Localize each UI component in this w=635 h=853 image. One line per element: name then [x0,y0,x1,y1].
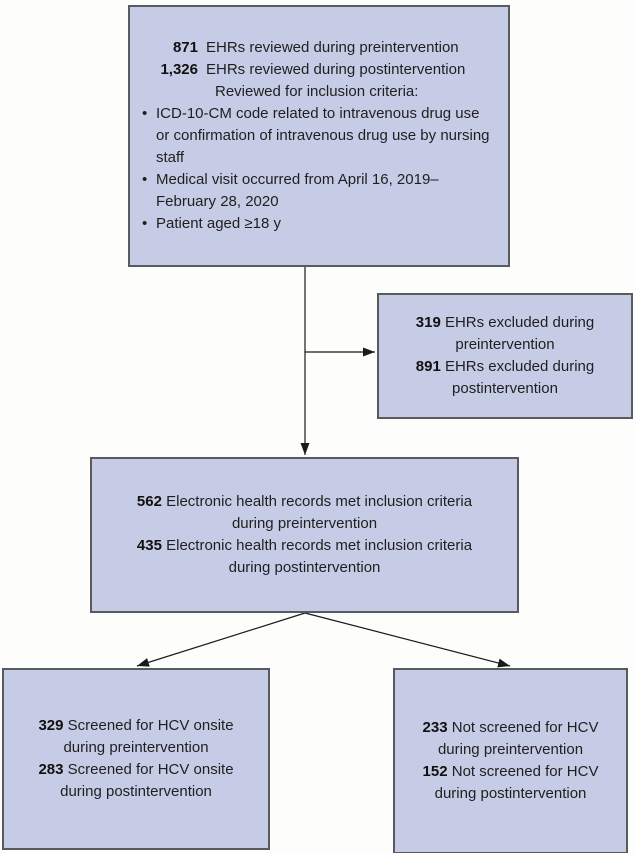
screened-line: during preintervention [8,737,264,759]
excluded-line: 319 EHRs excluded during [383,312,627,334]
count-value: 152 [422,763,448,780]
line-text: during preintervention [63,739,209,756]
count-value: 319 [415,314,441,331]
included-line: 562 Electronic health records met inclus… [96,491,513,513]
count-value: 329 [38,717,64,734]
reviewed-count-pre: 871 EHRs reviewed during preintervention [142,37,496,59]
screened-line: 283 Screened for HCV onsite [8,759,264,781]
included-line: during postintervention [96,557,513,579]
flowchart-box-included: 562 Electronic health records met inclus… [90,457,519,613]
flowchart-box-not-screened: 233 Not screened for HCV during preinter… [393,668,628,853]
count-value: 871 [172,39,198,56]
line-text: Not screened for HCV [447,763,599,780]
not-screened-line: 233 Not screened for HCV [399,717,622,739]
bullet-icon: • [142,171,148,188]
line-text: EHRs excluded during [440,314,595,331]
inclusion-criteria-list: • ICD-10-CM code related to intravenous … [142,103,496,235]
flowchart-box-screened: 329 Screened for HCV onsite during prein… [2,668,270,850]
inclusion-criterion: • Patient aged ≥18 y [142,213,496,235]
not-screened-line: during preintervention [399,739,622,761]
line-text: preintervention [455,336,555,353]
line-text: during postintervention [60,783,212,800]
count-value: 891 [415,358,441,375]
screened-line: 329 Screened for HCV onsite [8,715,264,737]
line-text: EHRs excluded during [440,358,595,375]
count-value: 233 [422,719,448,736]
line-text: Not screened for HCV [447,719,599,736]
line-text: Electronic health records met inclusion … [161,537,473,554]
line-text: during postintervention [434,785,587,802]
screened-line: during postintervention [8,781,264,803]
arrow-included-to-screened [136,612,306,667]
excluded-line: 891 EHRs excluded during [383,356,627,378]
criterion-text: Medical visit occurred from April 16, 20… [156,171,439,210]
included-line: during preintervention [96,513,513,535]
not-screened-line: 152 Not screened for HCV [399,761,622,783]
included-line: 435 Electronic health records met inclus… [96,535,513,557]
line-text: during preintervention [231,515,378,532]
inclusion-criterion: • ICD-10-CM code related to intravenous … [142,103,496,169]
bullet-icon: • [142,215,148,232]
criterion-text: ICD-10-CM code related to intravenous dr… [156,105,490,166]
line-text: Electronic health records met inclusion … [161,493,473,510]
count-value: 435 [136,537,162,554]
line-text: during preintervention [437,741,584,758]
count-value: 283 [38,761,64,778]
arrow-included-to-not-screened [304,612,511,668]
inclusion-criteria-heading: Reviewed for inclusion criteria: [215,83,419,100]
reviewed-count-post: 1,326 EHRs reviewed during postinterventi… [142,59,496,81]
line-text: postintervention [452,380,558,397]
count-label: EHRs reviewed during postintervention [206,61,466,78]
inclusion-criterion: • Medical visit occurred from April 16, … [142,169,496,213]
flowchart-box-excluded: 319 EHRs excluded during preintervention… [377,293,633,419]
criterion-text: Patient aged ≥18 y [156,215,281,232]
line-text: Screened for HCV onsite [63,717,234,734]
count-value: 1,326 [160,61,198,78]
count-value: 562 [136,493,162,510]
excluded-line: postintervention [383,378,627,400]
bullet-icon: • [142,105,148,122]
line-text: Screened for HCV onsite [63,761,234,778]
excluded-line: preintervention [383,334,627,356]
line-text: during postintervention [228,559,381,576]
count-label: EHRs reviewed during preintervention [206,39,459,56]
not-screened-line: during postintervention [399,783,622,805]
